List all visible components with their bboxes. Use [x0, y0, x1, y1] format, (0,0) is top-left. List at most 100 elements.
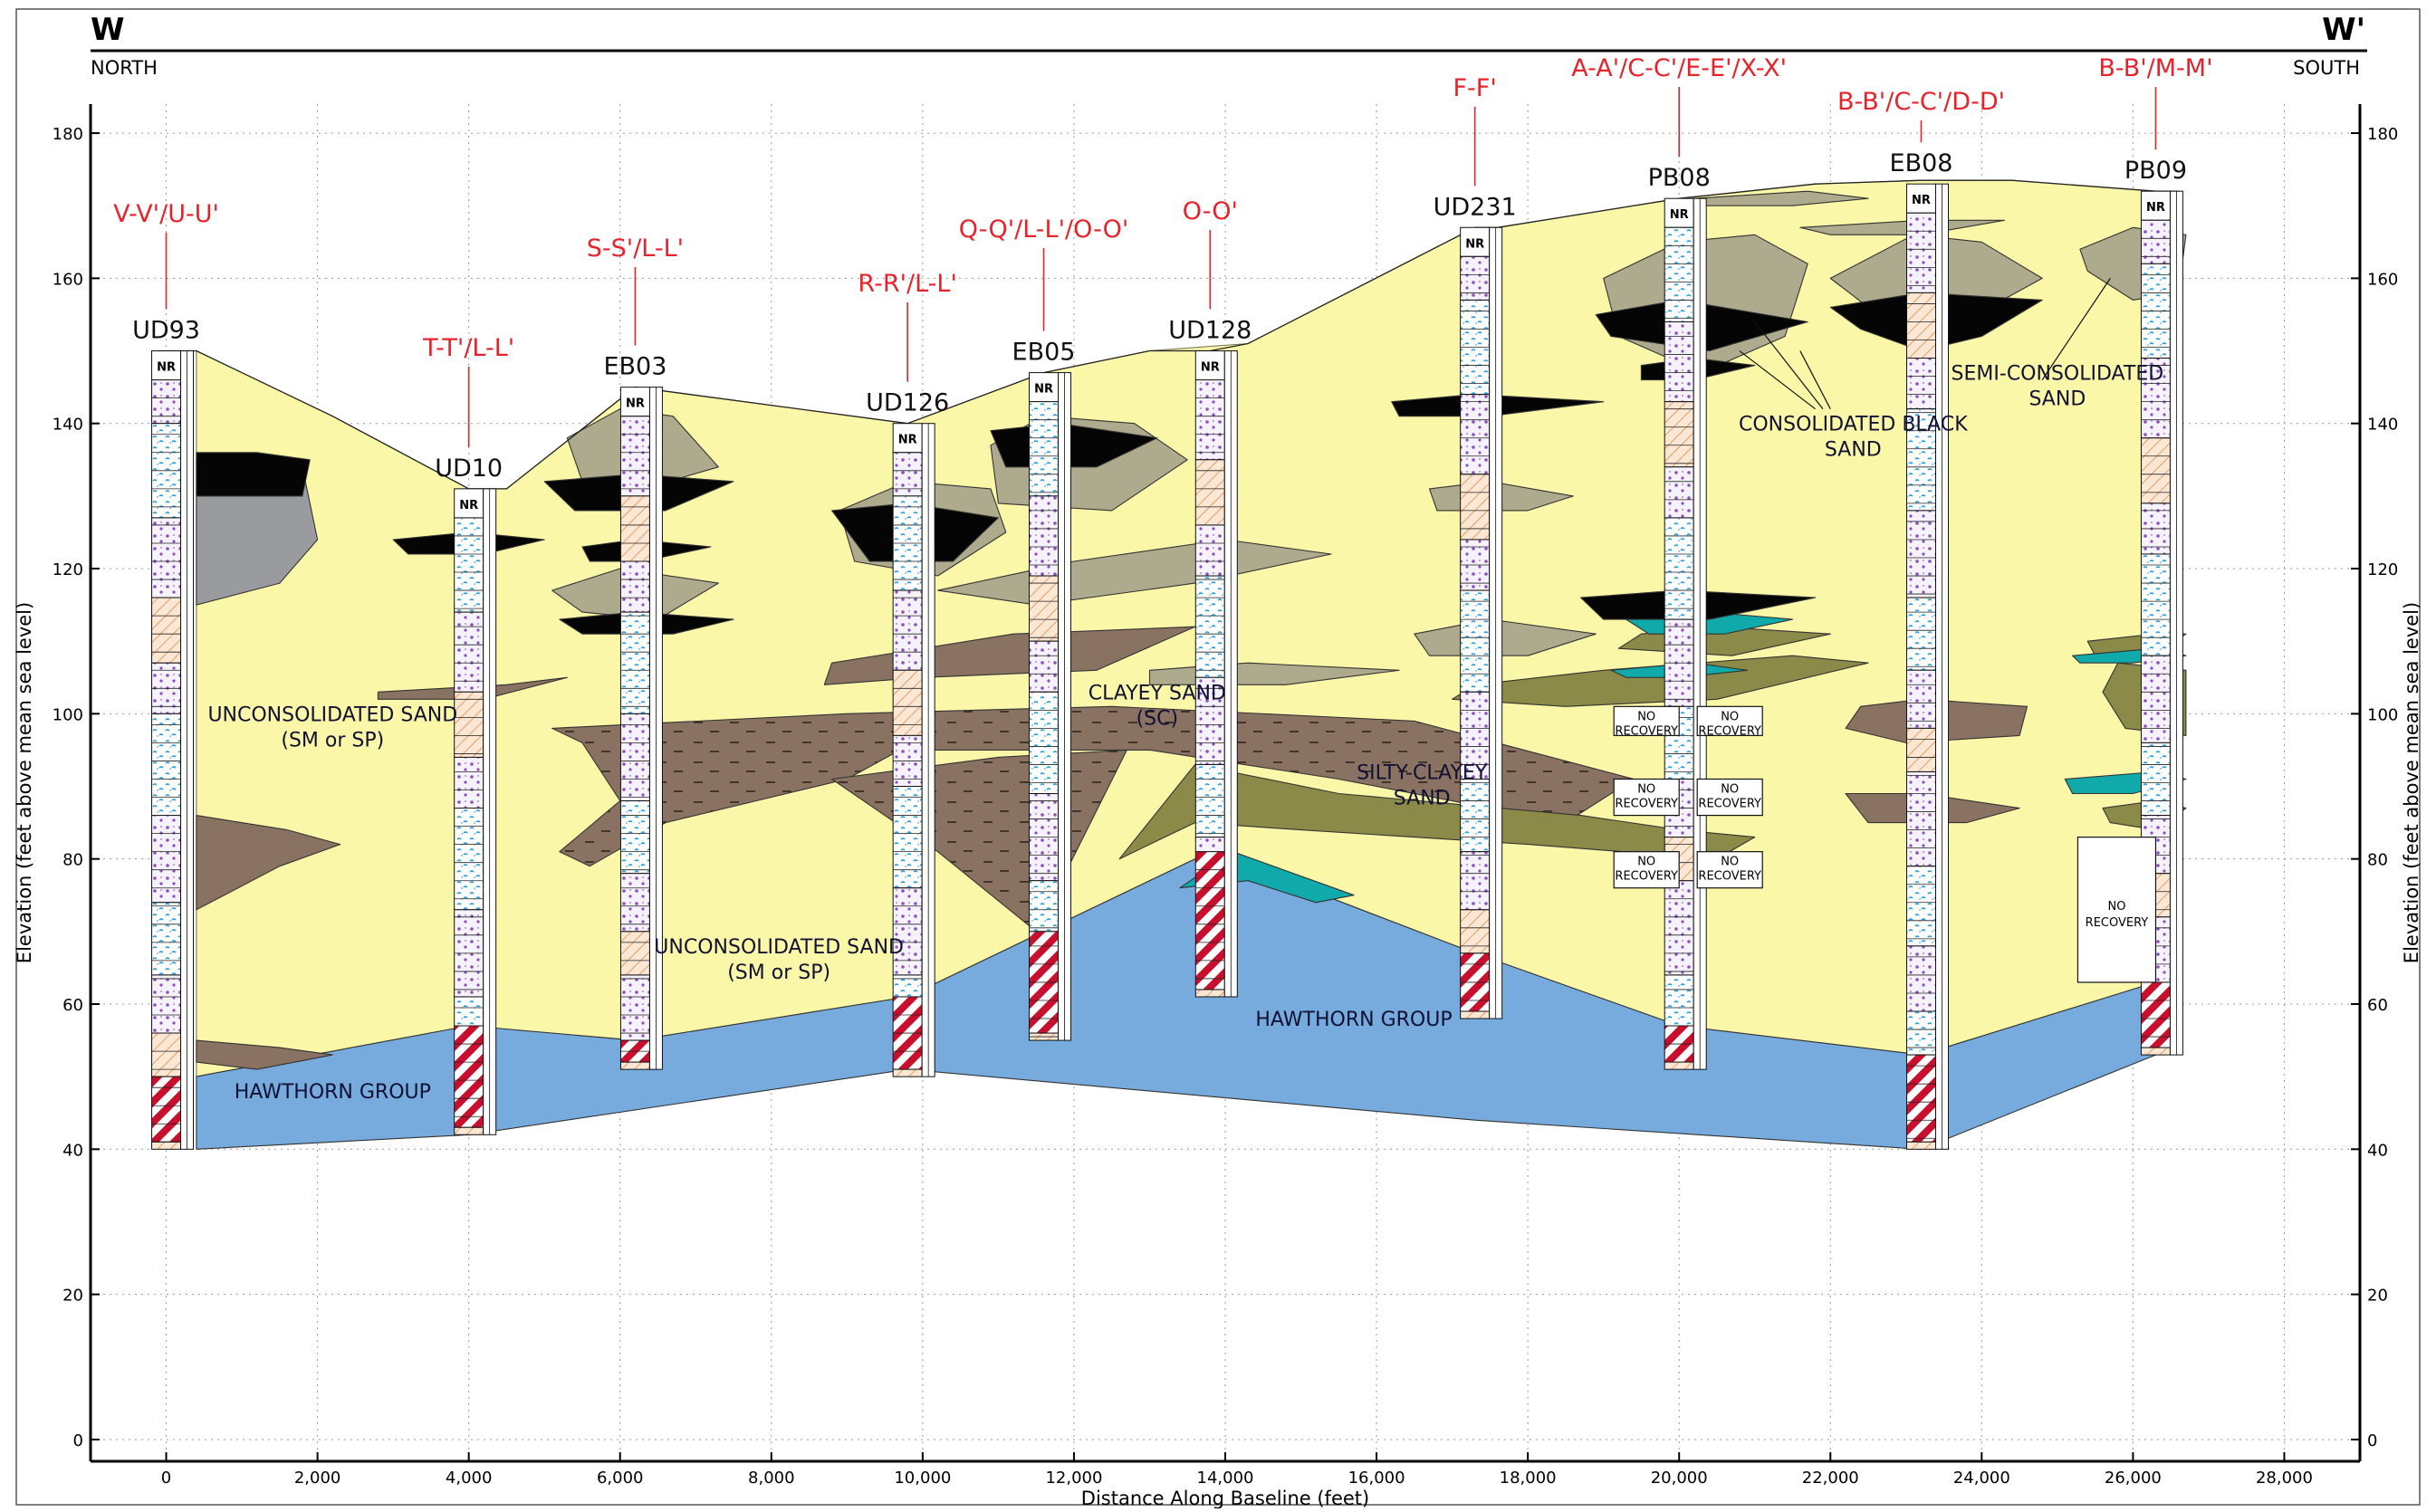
y-tick-label-right: 40 [2367, 1141, 2388, 1160]
label-consolidated-black-sand-line1: CONSOLIDATED BLACK [1739, 414, 1968, 436]
borehole-interval [1906, 1141, 1937, 1150]
borehole-nr-label: NR [157, 361, 176, 375]
borehole-interval [1194, 851, 1225, 990]
header-left-letter: W [91, 12, 125, 48]
section-callout-label: S-S'/L-L' [587, 234, 684, 263]
borehole-interval [619, 931, 650, 976]
no-recovery-text: NO [1637, 782, 1655, 796]
borehole-interval [1194, 524, 1225, 577]
x-tick-label: 16,000 [1348, 1469, 1405, 1488]
borehole-eb03: NR EB03 [603, 353, 667, 1070]
borehole-interval [1460, 226, 1491, 257]
ground-surface [158, 179, 2179, 490]
borehole-interval [454, 488, 484, 519]
section-callout: B-B'/C-C'/D-D' [1837, 88, 2005, 143]
borehole-nr-label: NR [459, 499, 478, 512]
no-recovery-text: NO [2107, 900, 2125, 914]
borehole-nr-label: NR [626, 397, 645, 411]
no-recovery-text: RECOVERY [1615, 870, 1678, 884]
y-tick-label-right: 180 [2367, 125, 2398, 144]
label-leader-line [1754, 321, 1824, 410]
section-callout: A-A'/C-C'/E-E'/X-X' [1571, 54, 1787, 158]
borehole-name: PB09 [2124, 157, 2187, 185]
borehole-interval [1029, 640, 1060, 693]
ground-surface-line [158, 179, 2179, 490]
borehole-interval [1194, 575, 1225, 678]
borehole-nr-label: NR [1465, 237, 1484, 251]
borehole-interval [619, 611, 650, 714]
borehole-interval [1664, 321, 1694, 403]
borehole-interval [151, 350, 182, 381]
section-callout-label: T-T'/L-L' [422, 334, 514, 362]
borehole-interval [1194, 989, 1225, 998]
borehole-name: UD93 [132, 317, 200, 345]
borehole-interval [151, 379, 182, 425]
no-recovery-text: RECOVERY [1698, 870, 1761, 884]
y-tick-label-left: 100 [53, 705, 83, 724]
section-callout: S-S'/L-L' [587, 234, 684, 346]
no-recovery-text: NO [1721, 710, 1739, 723]
label-silty-clayey-sand-line2: SAND [1394, 787, 1451, 809]
label-hawthorn-group-2: HAWTHORN GROUP [1255, 1009, 1452, 1031]
section-callout-label: V-V'/U-U' [113, 200, 219, 228]
borehole-interval [1029, 372, 1060, 403]
label-hawthorn-group-1-line1: HAWTHORN GROUP [235, 1081, 431, 1104]
borehole-interval [2140, 437, 2171, 504]
borehole-interval [2140, 1047, 2171, 1056]
no-recovery-text: NO [1637, 856, 1655, 869]
y-tick-label-left: 160 [53, 270, 83, 289]
borehole-interval [892, 452, 923, 497]
borehole-name: UD231 [1434, 193, 1517, 221]
y-tick-label-right: 0 [2367, 1431, 2377, 1450]
borehole-interval [2140, 742, 2171, 817]
section-callouts: V-V'/U-U'T-T'/L-L'S-S'/L-L'R-R'/L-L'Q-Q'… [113, 54, 2213, 447]
x-tick-label: 4,000 [446, 1469, 493, 1488]
borehole-interval [2140, 553, 2171, 656]
semi-consolidated-sand-lens [1799, 219, 2005, 235]
section-callout-label: B-B'/C-C'/D-D' [1837, 88, 2005, 116]
y-tick-label-left: 20 [62, 1287, 83, 1306]
borehole-interval [1664, 197, 1694, 228]
clayey-sand-lens [196, 1039, 333, 1070]
borehole-interval [892, 669, 923, 736]
borehole-interval [619, 713, 650, 802]
borehole-ud231: NR UD231 [1434, 193, 1517, 1019]
x-axis-label: Distance Along Baseline (feet) [1081, 1488, 1369, 1508]
borehole-interval [1194, 837, 1225, 853]
section-callout: O-O' [1183, 197, 1238, 310]
borehole-interval [1906, 1054, 1937, 1143]
section-callout-label: F-F' [1453, 74, 1497, 102]
borehole-interval [1029, 691, 1060, 795]
borehole-interval [1029, 575, 1060, 642]
label-silty-clayey-sand: SILTY-CLAYEY SAND [1357, 761, 1488, 809]
label-unconsolidated-sand-2-line1: UNCONSOLIDATED SAND [654, 936, 904, 959]
borehole-interval [2140, 190, 2171, 221]
y-tick-label-left: 140 [53, 416, 83, 435]
borehole-interval [892, 786, 923, 889]
y-tick-label-left: 40 [62, 1141, 83, 1160]
label-semi-consolidated-sand-line1: SEMI-CONSOLIDATED [1952, 363, 2164, 386]
borehole-interval [1906, 597, 1937, 671]
section-callout-label: O-O' [1183, 197, 1238, 225]
borehole-name: UD126 [866, 389, 949, 417]
borehole-interval [1906, 292, 1937, 359]
borehole-interval [619, 873, 650, 933]
label-unconsolidated-sand-2-line2: (SM or SP) [727, 962, 830, 984]
borehole-interval [619, 416, 650, 497]
x-tick-label: 18,000 [1500, 1469, 1557, 1488]
section-callout: T-T'/L-L' [422, 334, 514, 447]
no-recovery-text: NO [1721, 782, 1739, 796]
borehole-interval [454, 611, 484, 693]
label-silty-clayey-sand-line1: SILTY-CLAYEY [1357, 761, 1488, 784]
borehole-interval [151, 597, 182, 664]
borehole-interval [892, 887, 923, 976]
borehole-interval [2140, 655, 2171, 743]
borehole-name: EB03 [603, 353, 667, 381]
header-left-direction: NORTH [91, 57, 158, 79]
